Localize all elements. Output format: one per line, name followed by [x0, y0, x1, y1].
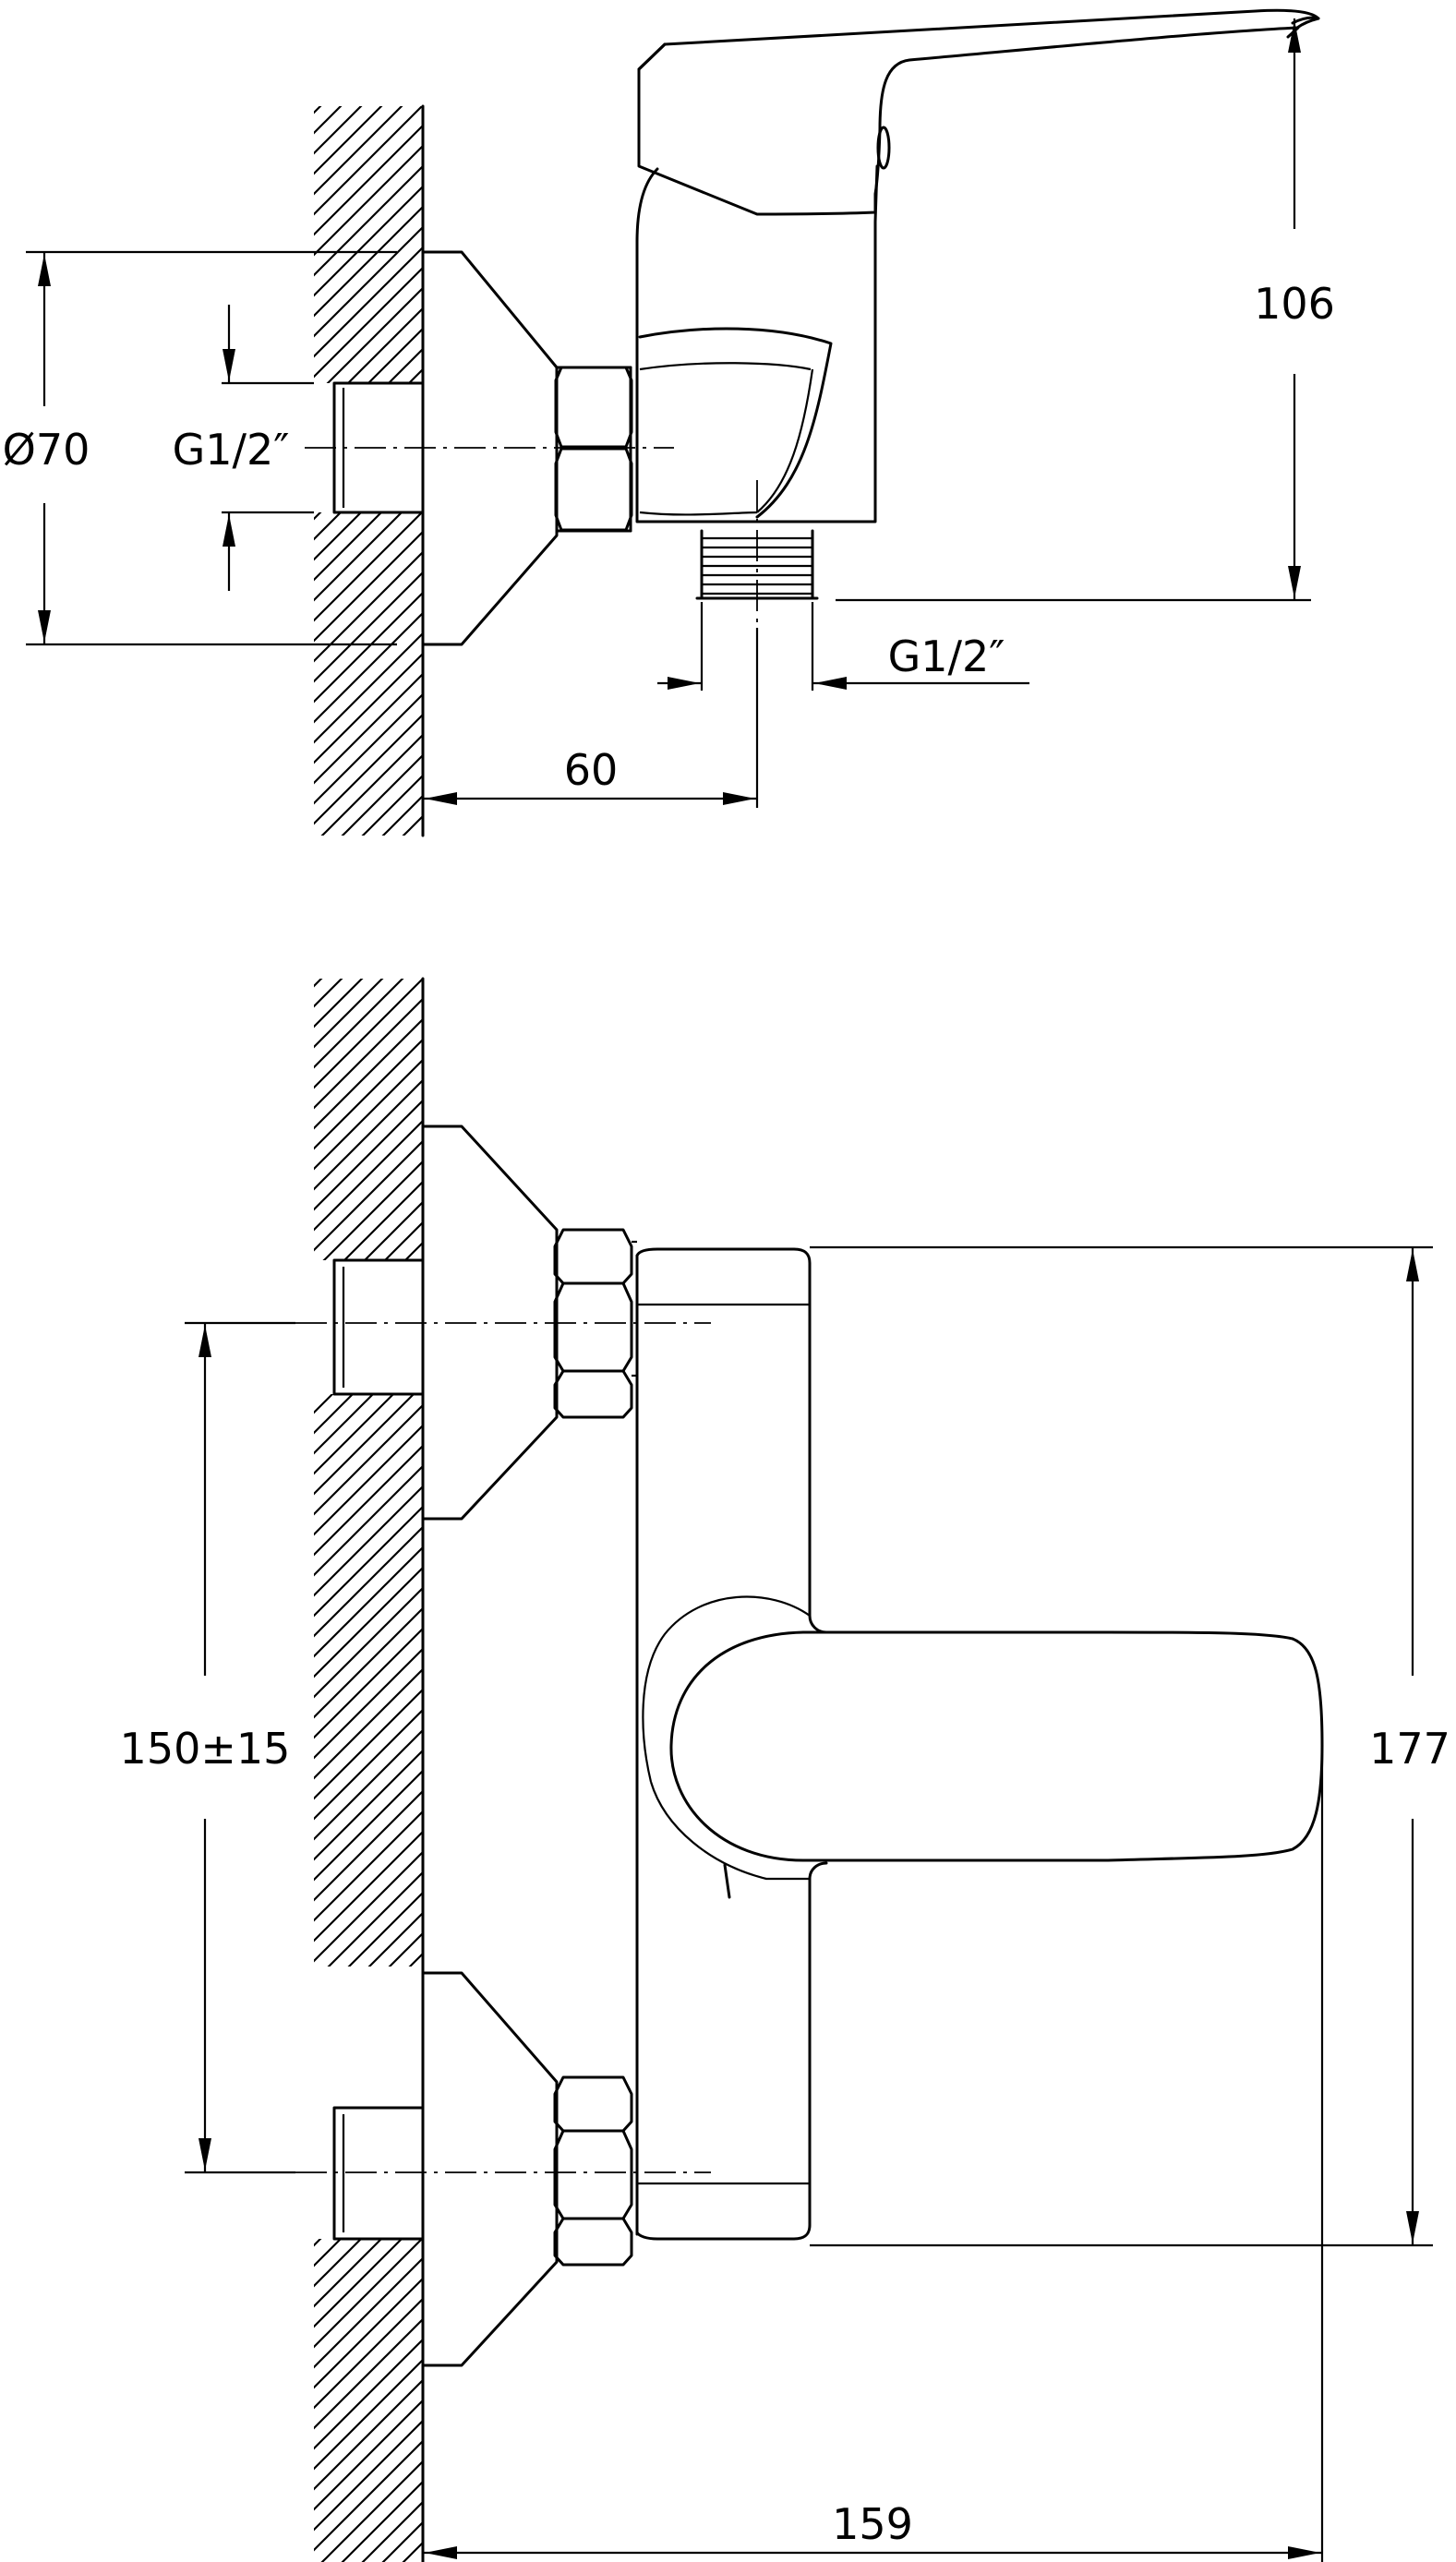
wall-section-top — [314, 104, 425, 837]
escutcheon-side — [421, 250, 559, 646]
label-diameter: Ø70 — [3, 425, 90, 475]
label-inlet-thread: G1/2″ — [173, 425, 290, 475]
label-depth-159: 159 — [832, 2499, 913, 2549]
dim-inlet-thread: G1/2″ — [173, 305, 314, 591]
dim-depth-159: 159 — [423, 1754, 1324, 2562]
label-height-106: 106 — [1254, 279, 1335, 329]
dim-height-106: 106 — [836, 18, 1335, 602]
dim-diameter-70: Ø70 — [3, 250, 397, 646]
side-view: Ø70 G1/2″ G1/2″ — [3, 8, 1335, 837]
label-outlet-thread: G1/2″ — [888, 631, 1005, 681]
label-height-177: 177 — [1369, 1724, 1450, 1774]
label-offset-60: 60 — [564, 745, 619, 795]
hex-nut-upper — [553, 1228, 637, 1419]
escutcheon-upper — [421, 1125, 559, 1521]
hex-nut-side — [554, 366, 633, 533]
dim-height-177: 177 — [810, 1245, 1450, 2247]
dim-center-distance: 150±15 — [120, 1321, 295, 2174]
lever-handle-front — [669, 1630, 1324, 1899]
front-view: 150±15 177 159 — [120, 977, 1450, 2562]
escutcheon-lower — [421, 1971, 559, 2367]
wall-pipe-upper — [332, 1258, 425, 1396]
lever-handle-side — [637, 8, 1320, 216]
dim-outlet-thread: G1/2″ — [657, 602, 1029, 691]
mixer-body-front — [635, 1247, 828, 2241]
wall-pipe-lower — [332, 2106, 425, 2241]
label-center-distance: 150±15 — [120, 1724, 291, 1774]
hex-nut-lower — [553, 2075, 633, 2267]
wall-section-bottom — [314, 977, 425, 2562]
dim-offset-60: 60 — [423, 628, 759, 808]
